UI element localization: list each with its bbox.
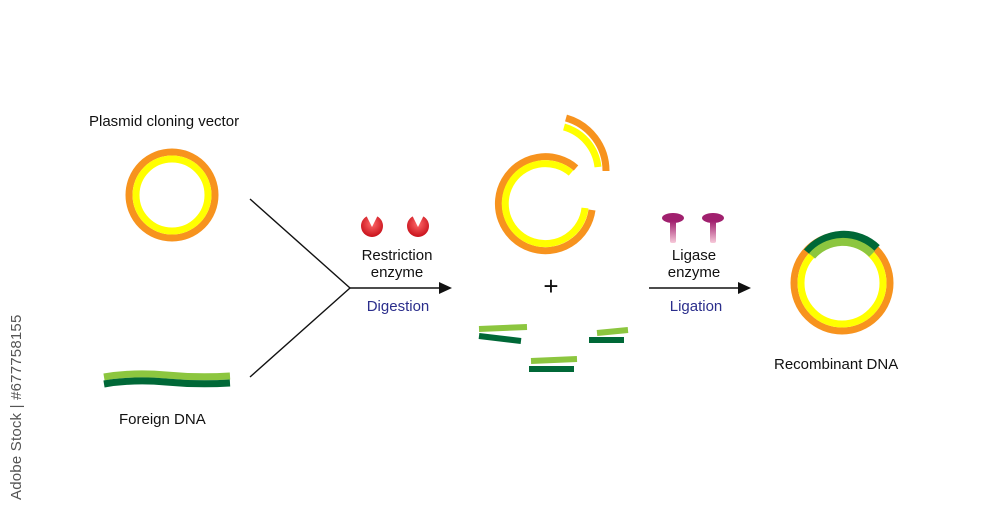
plasmid-vector-label: Plasmid cloning vector [89,113,240,130]
cut-plasmid-fragment [562,114,610,172]
ligase-enzyme-icon [662,213,684,243]
dna-fragment [529,356,578,372]
stock-watermark: Adobe Stock | #677758155 [8,314,25,500]
dna-fragment [478,324,528,344]
restriction-enzyme-label-line1: Restriction [361,247,433,264]
ligase-enzyme-icon [702,213,724,243]
foreign-dna-strand [103,370,231,388]
restriction-enzyme-icon [361,213,383,237]
ligase-enzyme-label-line2: enzyme [667,264,721,281]
ligation-label: Ligation [669,298,723,315]
cut-plasmid-arc [494,153,596,255]
ligase-enzyme-label-line1: Ligase [671,247,717,264]
restriction-enzyme-label-line2: enzyme [370,264,424,281]
recombinant-dna-label: Recombinant DNA [774,356,899,373]
recombinant-dna-ring [790,230,894,335]
plus-sign: + [543,271,559,301]
digestion-label: Digestion [366,298,430,315]
digestion-arrow [350,282,452,294]
dna-fragment [589,327,629,343]
ligation-arrow [649,282,751,294]
merge-lines [249,198,351,378]
foreign-dna-label: Foreign DNA [119,411,206,428]
plasmid-vector [125,148,219,242]
restriction-enzyme-icon [407,213,429,237]
